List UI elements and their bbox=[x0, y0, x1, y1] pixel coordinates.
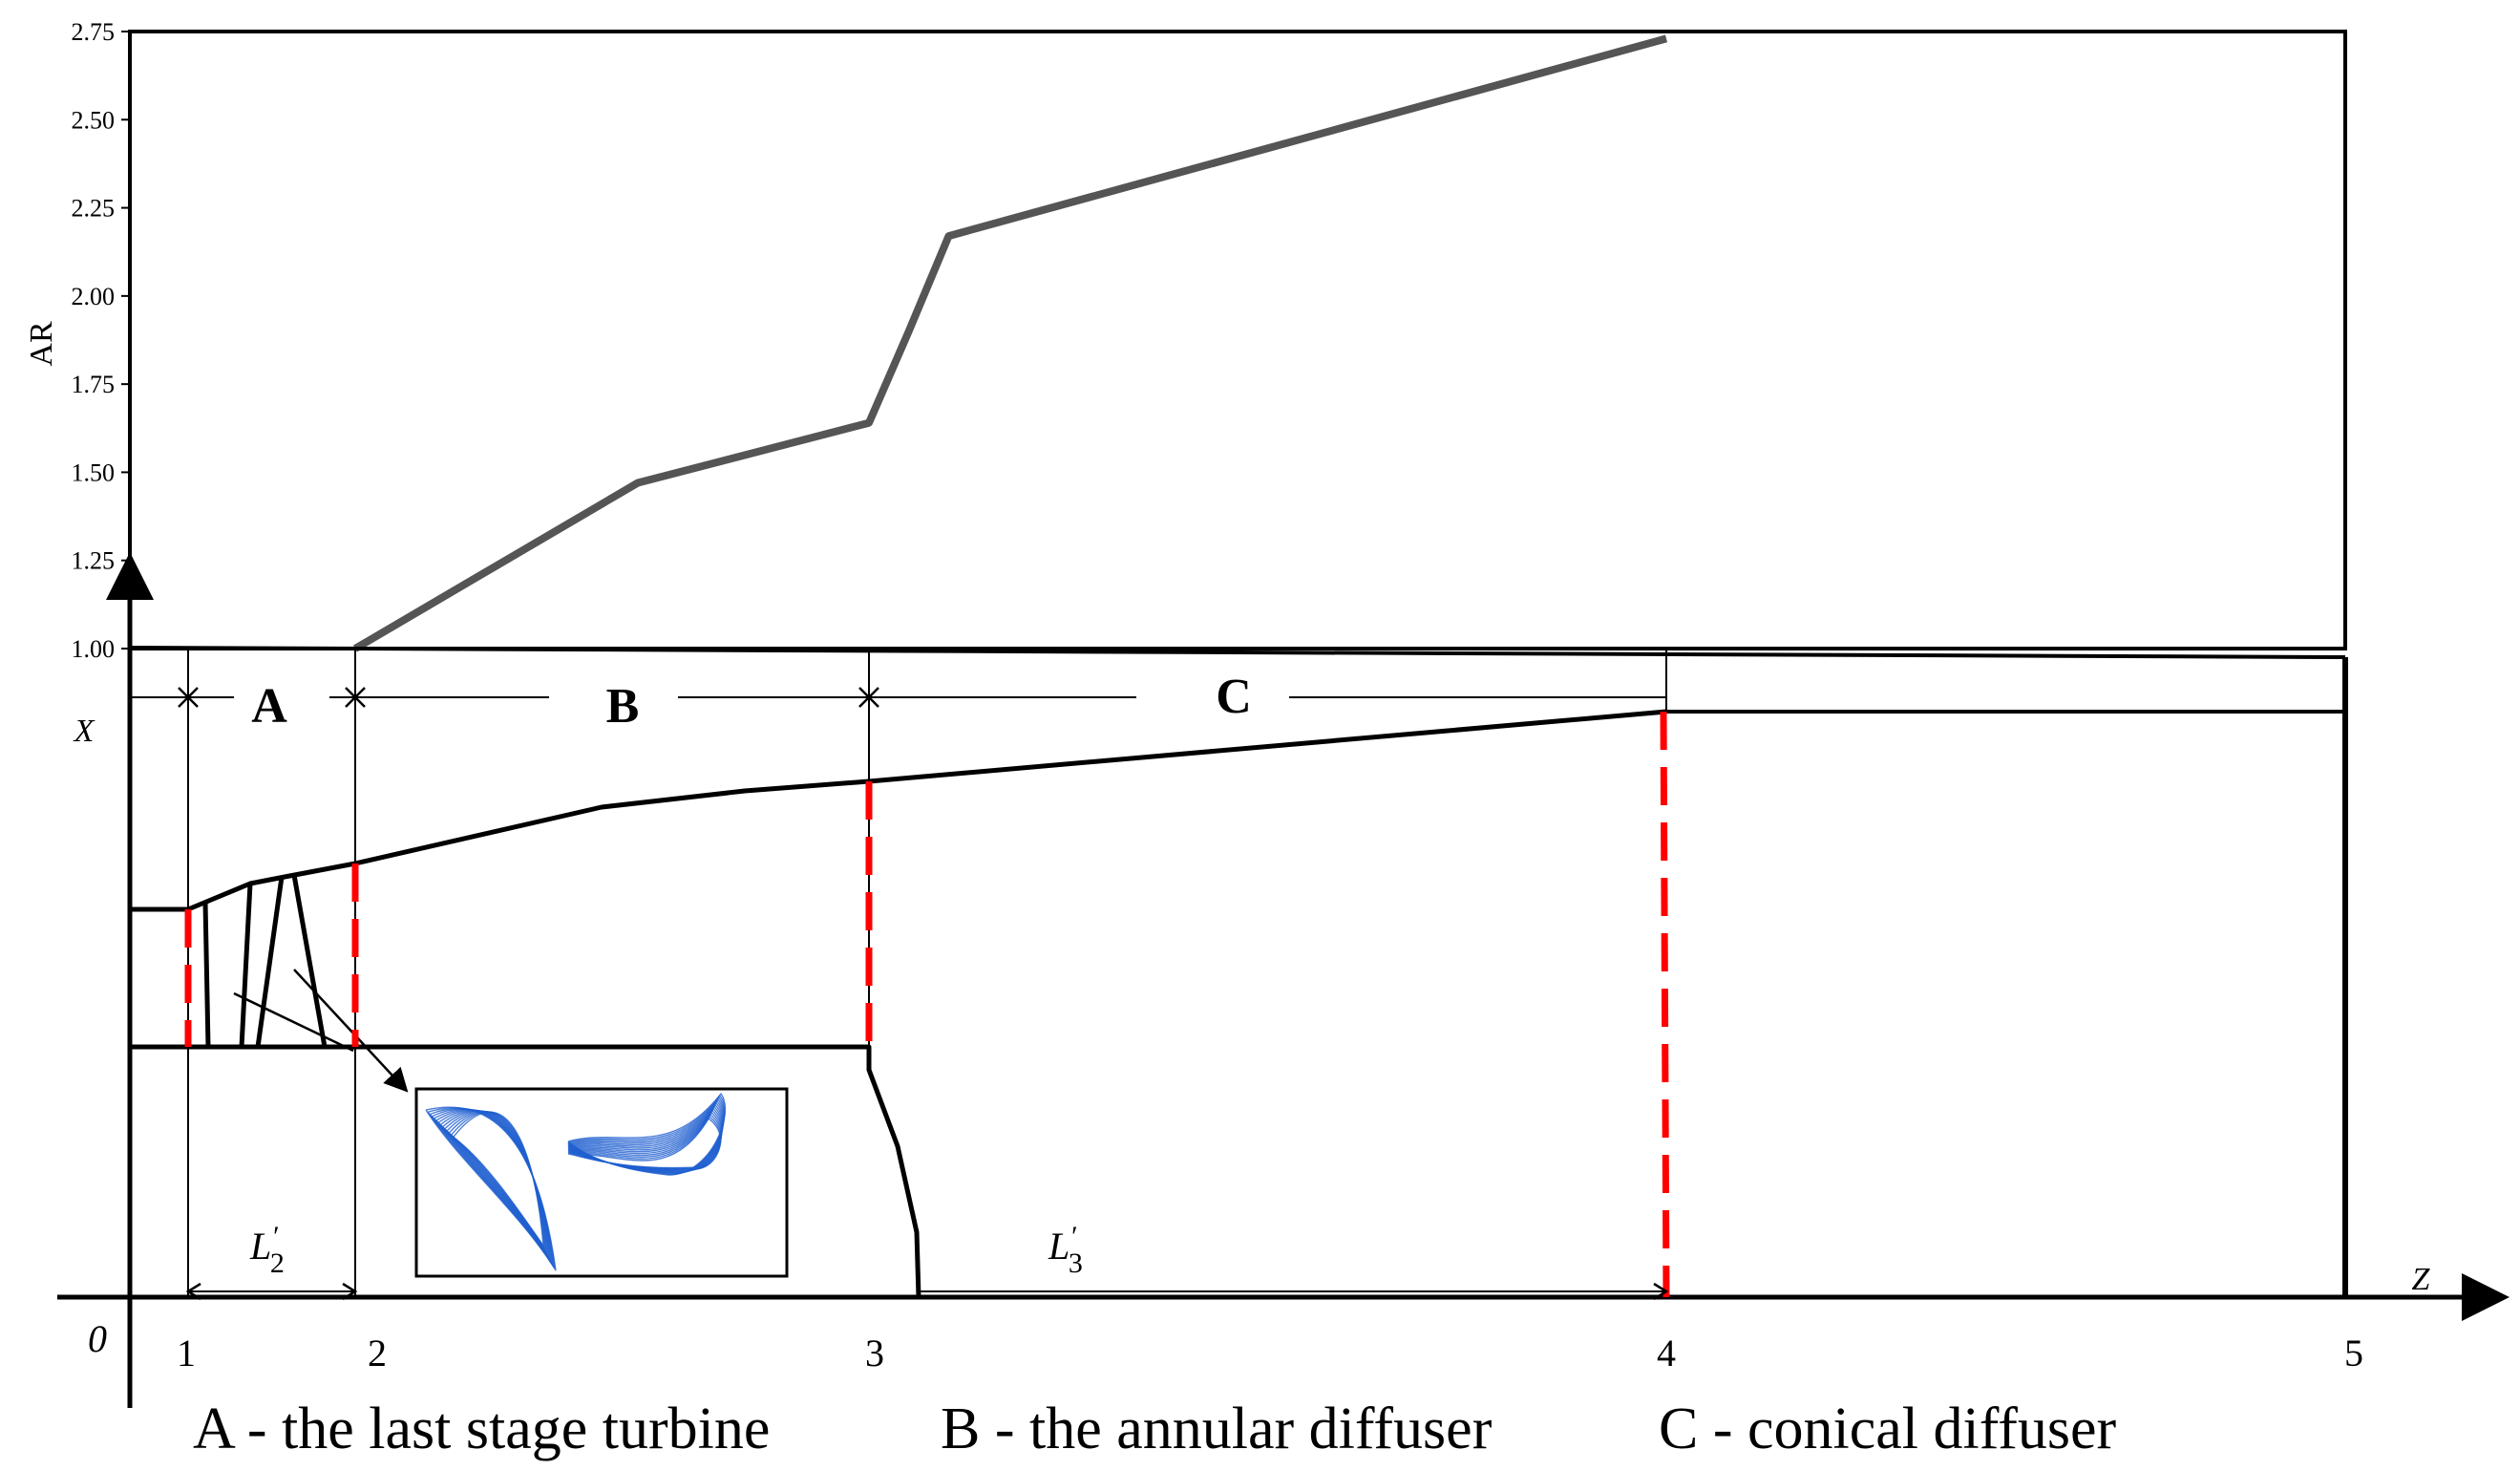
legend-item-a: A - the last stage turbine bbox=[193, 1396, 770, 1461]
l3-dimension-arrowhead bbox=[1653, 1282, 1669, 1301]
section-label-c: C bbox=[1216, 670, 1252, 724]
ar-axis-label: AR bbox=[24, 321, 59, 367]
l2-label: L′2 bbox=[249, 1221, 285, 1279]
station-label-4: 4 bbox=[1657, 1332, 1676, 1375]
ar-chart: 1.00 1.25 1.50 1.75 2.00 2.25 2.50 2.75 AR bbox=[24, 18, 2347, 663]
boundary-dash-4 bbox=[1660, 711, 1670, 1298]
geometry-diagram: X Z 0 A B C bbox=[57, 552, 2509, 1408]
origin-label: 0 bbox=[88, 1317, 107, 1360]
blade-leader-arrow bbox=[293, 969, 409, 1093]
legend: A - the last stage turbine B - the annul… bbox=[193, 1396, 2117, 1461]
top-boundary-line bbox=[129, 646, 2346, 659]
l3-label: L′3 bbox=[1048, 1221, 1083, 1279]
section-dimension-line bbox=[130, 687, 1666, 708]
ar-y-tick-label: 1.00 bbox=[72, 635, 116, 663]
shroud-wall bbox=[130, 709, 1667, 912]
blade-stroke bbox=[453, 1111, 544, 1248]
blade-rows bbox=[202, 874, 328, 1048]
section-label-b: B bbox=[606, 679, 640, 734]
blade-inset bbox=[414, 1087, 789, 1278]
z-axis-label: Z bbox=[2412, 1262, 2431, 1297]
x-axis-label: X bbox=[73, 714, 95, 749]
ar-y-ticks: 1.00 1.25 1.50 1.75 2.00 2.25 2.50 2.75 bbox=[72, 18, 130, 663]
l2-dimension-arrows bbox=[185, 1282, 358, 1301]
hub-wall bbox=[130, 1044, 921, 1298]
station-label-2: 2 bbox=[368, 1332, 387, 1375]
legend-item-c: C - conical diffuser bbox=[1659, 1396, 2117, 1461]
ar-y-tick-label: 1.75 bbox=[72, 371, 116, 398]
blade-stroke bbox=[567, 1096, 725, 1175]
blade-leader-line bbox=[233, 991, 354, 1053]
station-label-5: 5 bbox=[2344, 1332, 2363, 1375]
ar-y-tick-label: 2.25 bbox=[72, 195, 116, 223]
ar-curve bbox=[352, 34, 1668, 652]
section-label-a: A bbox=[251, 679, 287, 734]
rotor-blade-drawing bbox=[425, 1106, 557, 1271]
legend-item-b: B - the annular diffuser bbox=[941, 1396, 1493, 1461]
ar-y-tick-label: 2.50 bbox=[72, 106, 116, 134]
stator-blade-drawing bbox=[567, 1092, 726, 1176]
ar-y-tick-label: 2.75 bbox=[72, 18, 116, 46]
blade-stroke bbox=[567, 1117, 722, 1169]
ar-y-tick-label: 2.00 bbox=[72, 283, 116, 310]
station-label-3: 3 bbox=[865, 1332, 884, 1375]
ar-y-tick-label: 1.25 bbox=[72, 547, 116, 575]
station-label-1: 1 bbox=[177, 1332, 196, 1375]
ar-y-tick-label: 1.50 bbox=[72, 458, 116, 486]
ar-chart-frame bbox=[128, 30, 2347, 650]
